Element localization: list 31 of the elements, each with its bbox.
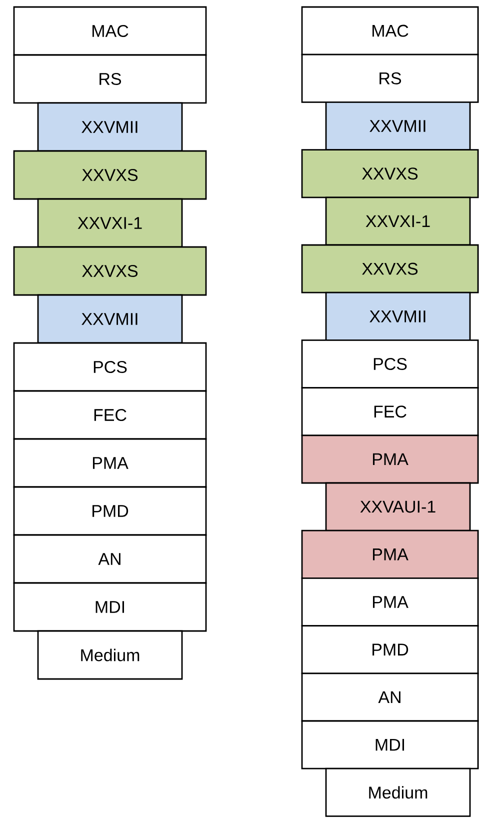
layer-box: MAC	[301, 6, 479, 56]
layer-box: PCS	[13, 342, 207, 392]
layer-box: XXVAUI-1	[325, 482, 471, 532]
layer-box: PMD	[13, 486, 207, 536]
layer-box: MDI	[301, 720, 479, 770]
layer-box: AN	[301, 672, 479, 722]
layer-box: XXVMII	[37, 294, 183, 344]
layer-box: XXVMII	[325, 102, 471, 150]
layer-box: XXVXS	[301, 149, 479, 198]
layer-box: XXVXS	[13, 246, 207, 296]
layer-box: Medium	[37, 630, 183, 680]
layer-box: PMA	[301, 530, 479, 579]
layer-box: RS	[301, 54, 479, 103]
layer-box: MDI	[13, 582, 207, 632]
layer-box: AN	[13, 534, 207, 584]
layer-box: XXVXI-1	[37, 198, 183, 248]
layer-box: MAC	[13, 6, 207, 56]
layer-box: XXVXI-1	[325, 196, 471, 246]
layer-box: XXVXS	[13, 150, 207, 200]
layer-box: FEC	[301, 387, 479, 436]
layer-box: XXVXS	[301, 244, 479, 294]
layer-box: PMA	[301, 434, 479, 484]
layer-box: XXVMII	[325, 292, 471, 341]
layer-box: PMA	[13, 438, 207, 488]
layer-box: RS	[13, 54, 207, 104]
layer-box: Medium	[325, 768, 471, 817]
layer-box: PCS	[301, 340, 479, 388]
layer-box: PMD	[301, 625, 479, 674]
layer-box: FEC	[13, 390, 207, 440]
layer-box: XXVMII	[37, 102, 183, 152]
layer-box: PMA	[301, 578, 479, 626]
